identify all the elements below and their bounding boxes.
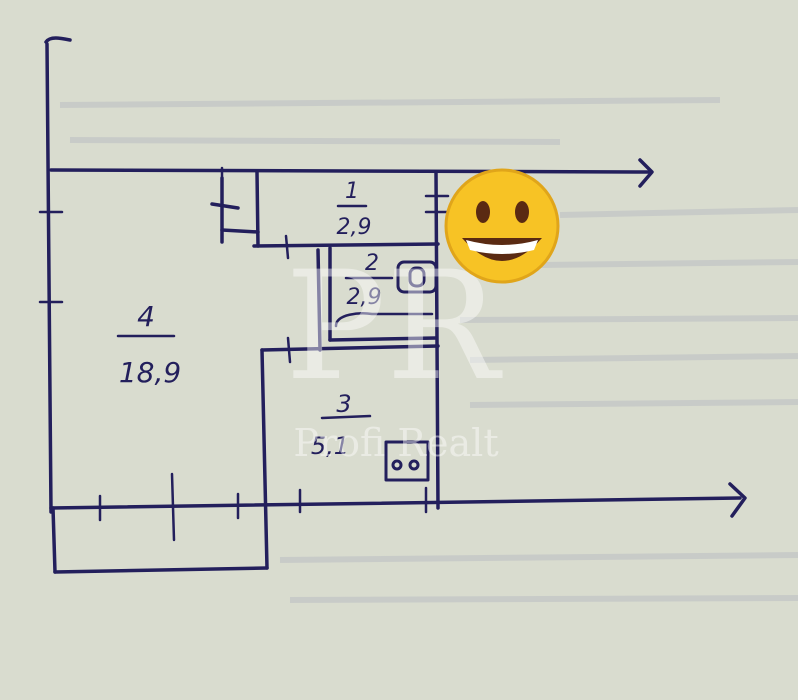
room3-top-wall [260,344,440,352]
grinning-face-emoji-icon [444,168,560,284]
room-area: 2,9 [337,215,372,240]
room-area: 2,9 [347,285,382,310]
room-number: 2 [365,251,379,276]
stove-icon [384,440,430,482]
sink-icon [334,312,434,328]
room-label-1: 1 2,9 [337,179,372,240]
axis-break-mark-right-bottom [728,482,747,518]
bottom-wall [49,496,742,510]
room-label-3: 3 5,1 [311,390,372,460]
axis-break-mark-top [44,36,72,44]
balcony-left [51,506,57,574]
room-number: 1 [345,179,359,204]
room-label-4: 4 18,9 [116,300,181,389]
door-tick [210,202,240,210]
room-label-2: 2 2,9 [344,251,394,310]
walls [44,36,747,574]
axis-break-mark-right-top [638,158,654,188]
room-number: 4 [137,300,155,333]
room1-left-wall [255,170,260,248]
left-wall [45,42,53,514]
room2-floor-line [328,336,438,342]
dimension-ticks [38,166,450,542]
room1-stub [220,228,260,234]
balcony-bottom [53,566,269,574]
room-area: 5,1 [311,432,349,460]
bathtub-icon [396,260,438,294]
room3-left-wall [260,348,269,570]
watermark-text: Profi Realt [293,421,498,465]
room-number: 3 [336,390,351,418]
top-wall [49,168,650,174]
right-wall [434,170,440,510]
room2-left-wall [316,248,322,352]
room1-bottom-wall [252,242,440,248]
faded-paper-text [59,97,798,603]
room-area: 18,9 [119,356,181,389]
